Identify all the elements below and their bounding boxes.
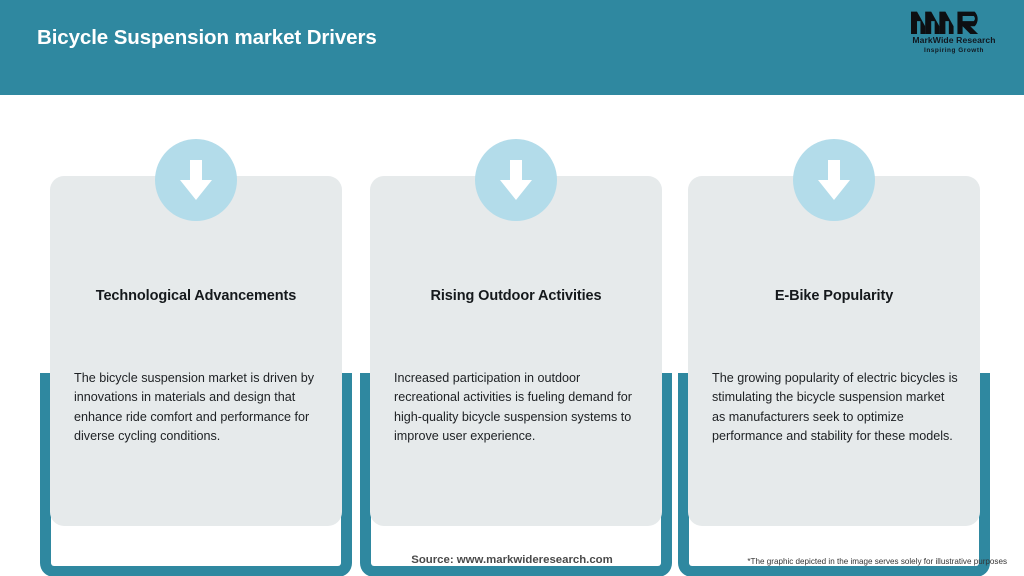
driver-cards-row: Technological Advancements The bicycle s… xyxy=(0,95,1024,576)
driver-card-2: Rising Outdoor Activities Increased part… xyxy=(360,139,672,576)
card-body-text: Increased participation in outdoor recre… xyxy=(394,371,633,444)
card-title: Rising Outdoor Activities xyxy=(430,288,602,304)
page-title: Bicycle Suspension market Drivers xyxy=(37,26,377,49)
down-arrow-icon xyxy=(475,139,557,221)
card-panel: E-Bike Popularity The growing popularity… xyxy=(688,176,980,526)
company-logo: MarkWide Research Inspiring Growth xyxy=(902,9,1006,59)
down-arrow-icon xyxy=(155,139,237,221)
card-title: Technological Advancements xyxy=(95,288,297,304)
disclaimer-note: *The graphic depicted in the image serve… xyxy=(747,557,1007,566)
card-panel: Technological Advancements The bicycle s… xyxy=(50,176,342,526)
card-accent-frame xyxy=(678,373,990,576)
header-banner: Bicycle Suspension market Drivers MarkWi… xyxy=(0,0,1024,95)
mwr-logo-icon xyxy=(911,9,997,35)
card-accent-frame xyxy=(40,373,352,576)
card-body-text: The growing popularity of electric bicyc… xyxy=(712,371,958,444)
source-label: Source: www.markwideresearch.com xyxy=(411,554,613,566)
down-arrow-icon xyxy=(793,139,875,221)
card-body-text: The bicycle suspension market is driven … xyxy=(74,371,315,444)
card-panel: Rising Outdoor Activities Increased part… xyxy=(370,176,662,526)
card-accent-frame xyxy=(360,373,672,576)
card-title: E-Bike Popularity xyxy=(774,288,894,304)
driver-card-1: Technological Advancements The bicycle s… xyxy=(40,139,352,576)
logo-company-name: MarkWide Research xyxy=(912,35,996,45)
driver-card-3: E-Bike Popularity The growing popularity… xyxy=(678,139,990,576)
logo-tagline: Inspiring Growth xyxy=(924,47,984,54)
